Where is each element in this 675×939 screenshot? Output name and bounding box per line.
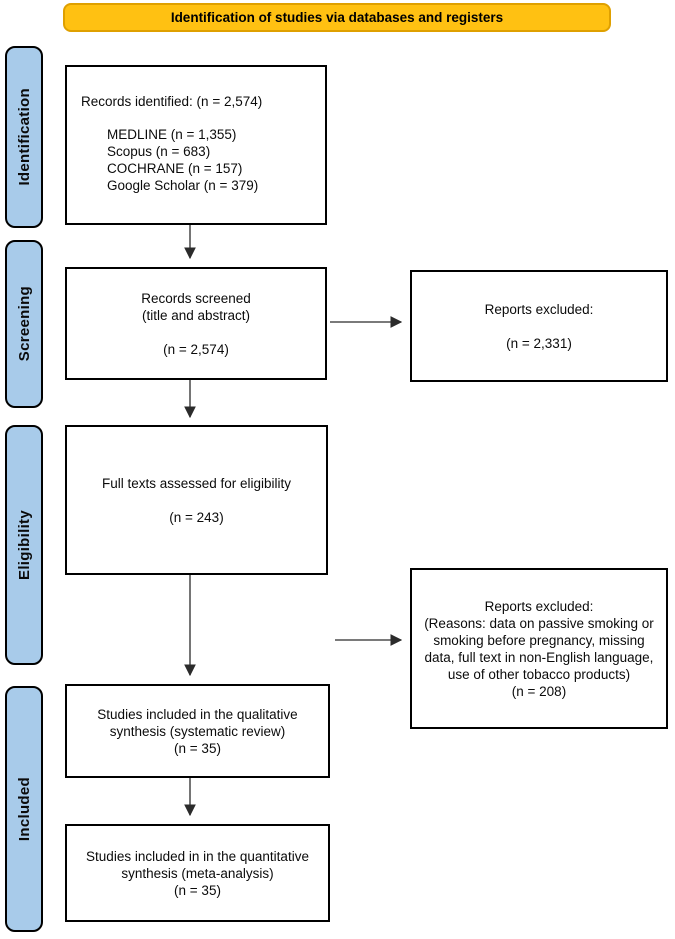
stage-label-eligibility: Eligibility (5, 425, 43, 665)
reports-excluded-eligibility-box: Reports excluded: (Reasons: data on pass… (410, 568, 668, 729)
quantitative-synthesis-box: Studies included in in the quantitative … (65, 824, 330, 922)
box-line (79, 324, 313, 341)
source-medline: MEDLINE (n = 1,355) (107, 127, 237, 142)
box-line: Studies included in in the quantitative … (86, 848, 309, 881)
stage-label-included: Included (5, 686, 43, 932)
stage-label-text: Eligibility (15, 510, 33, 580)
box-line: (n = 243) (169, 509, 224, 525)
stage-label-text: Screening (15, 286, 33, 362)
banner-title: Identification of studies via databases … (63, 3, 611, 32)
box-line: (n = 208) (511, 683, 567, 699)
box-line: (n = 35) (174, 882, 221, 898)
source-google-scholar: Google Scholar (n = 379) (107, 178, 259, 193)
box-line: (n = 2,331) (506, 335, 572, 351)
box-line: (title and abstract) (141, 307, 251, 323)
records-identified-box: Records identified: (n = 2,574) MEDLINE … (65, 65, 327, 225)
records-identified-title: Records identified: (n = 2,574) (81, 94, 263, 109)
box-line: Reports excluded: (484, 301, 594, 317)
records-identified-sources: MEDLINE (n = 1,355) Scopus (n = 683) COC… (107, 126, 317, 194)
full-texts-assessed-box: Full texts assessed for eligibility (n =… (65, 425, 328, 575)
box-line: Reports excluded: (484, 598, 594, 614)
box-line (424, 318, 654, 335)
box-line: (Reasons: data on passive smoking or smo… (424, 615, 654, 682)
stage-label-text: Included (15, 776, 33, 842)
reports-excluded-screening-box: Reports excluded: (n = 2,331) (410, 270, 668, 382)
box-line: (n = 2,574) (163, 341, 229, 357)
box-line: (n = 35) (174, 740, 221, 756)
stage-label-identification: Identification (5, 46, 43, 228)
source-cochrane: COCHRANE (n = 157) (107, 161, 243, 176)
qualitative-synthesis-box: Studies included in the qualitative synt… (65, 684, 330, 778)
box-line (79, 492, 314, 509)
box-line: Records screened (141, 290, 251, 306)
box-line: Full texts assessed for eligibility (101, 475, 292, 491)
records-screened-box: Records screened (title and abstract) (n… (65, 267, 327, 380)
stage-label-text: Identification (15, 88, 33, 186)
box-line: Studies included in the qualitative synt… (97, 706, 298, 739)
stage-label-screening: Screening (5, 240, 43, 408)
source-scopus: Scopus (n = 683) (107, 144, 211, 159)
